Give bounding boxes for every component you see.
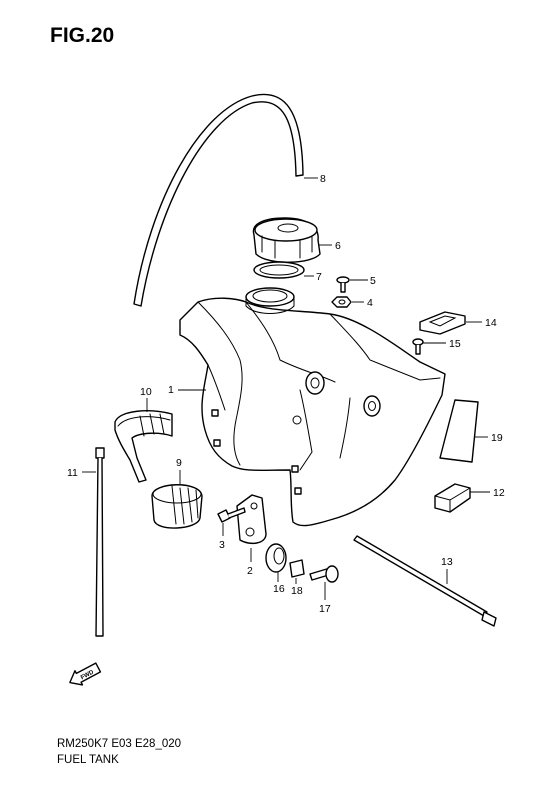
callout-1: 1: [168, 384, 174, 396]
bracket-2: [236, 494, 267, 545]
callout-17: 17: [319, 603, 331, 615]
callout-numbers: 1 2 3 4 5 6 7 8 9 10 11 12 13 14 15 16 1…: [67, 173, 505, 615]
bolt-3: [217, 507, 246, 523]
grommet-band-9: [151, 484, 203, 529]
cushion-10: [114, 410, 173, 483]
pad-19: [439, 399, 479, 463]
callout-3: 3: [219, 539, 225, 551]
callout-15: 15: [449, 338, 461, 350]
figure-title: FIG.20: [50, 24, 115, 47]
screw-15: [412, 338, 424, 355]
collar-18: [289, 559, 305, 578]
cable-tie-13: [353, 535, 497, 627]
fwd-direction-arrow: FWD: [69, 662, 102, 686]
bolt-17: [309, 565, 339, 583]
callout-10: 10: [140, 386, 152, 398]
callout-9: 9: [176, 457, 182, 469]
callout-6: 6: [335, 240, 341, 252]
nut-4: [331, 296, 352, 308]
fuel-tank: [179, 287, 446, 527]
callout-4: 4: [367, 297, 373, 309]
strap-clip-14: [419, 311, 466, 335]
breather-hose: [133, 93, 304, 307]
callout-5: 5: [370, 275, 376, 287]
callout-14: 14: [485, 317, 497, 329]
figure-name: FUEL TANK: [57, 754, 119, 766]
figure-code: RM250K7 E03 E28_020: [57, 738, 182, 750]
callout-7: 7: [316, 271, 322, 283]
callout-19: 19: [491, 432, 503, 444]
callout-18: 18: [291, 585, 303, 597]
callout-12: 12: [493, 487, 505, 499]
cap-gasket: [253, 261, 305, 279]
callout-2: 2: [247, 565, 253, 577]
leader-lines: [82, 177, 490, 600]
callout-11: 11: [67, 467, 78, 479]
screw-5: [336, 276, 350, 293]
callout-8: 8: [320, 173, 326, 185]
callout-16: 16: [273, 583, 285, 595]
fuel-cap: [252, 217, 321, 263]
callout-13: 13: [441, 556, 453, 568]
cushion-12: [434, 483, 471, 513]
grommet-16: [265, 543, 287, 573]
cable-tie-11: [95, 447, 105, 637]
